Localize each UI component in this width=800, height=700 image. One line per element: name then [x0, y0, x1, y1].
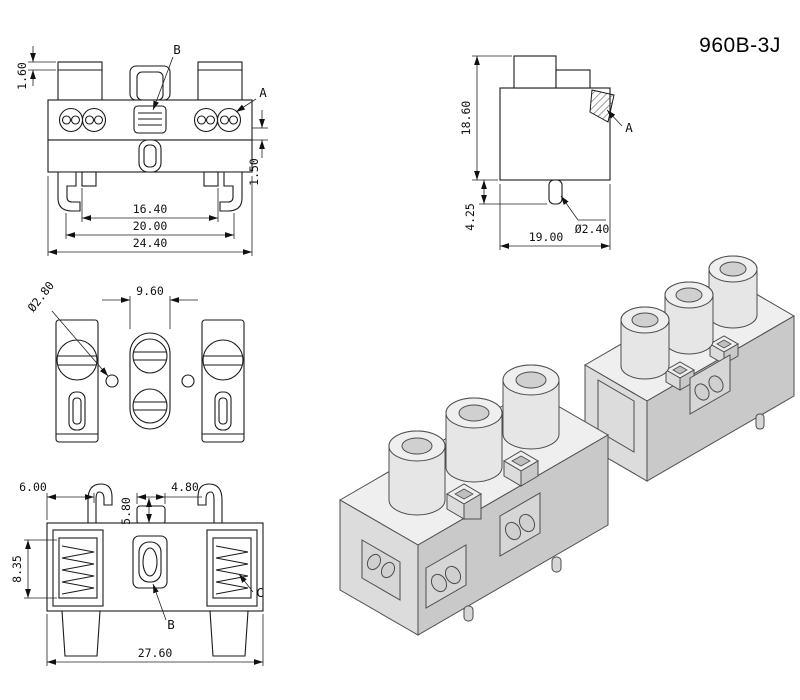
dim-front-overall: 24.40 [133, 236, 168, 250]
dim-section-mid-width: 4.80 [171, 480, 199, 494]
wire-tower [620, 306, 670, 380]
front-view-dimensions: 1.60 1.50 16.40 20.00 24.40 B A [15, 42, 268, 256]
wire-entry-boss [689, 354, 731, 415]
spring-left [61, 545, 95, 595]
socket-cube [446, 483, 482, 520]
dim-section-mid-height: 5.80 [119, 497, 133, 525]
wire-tower [708, 255, 758, 329]
dim-top-pitch: 9.60 [136, 284, 164, 298]
dim-section-overall: 27.60 [138, 646, 173, 660]
part-number: 960B-3J [699, 34, 781, 57]
callout-b-front: B [173, 42, 181, 57]
mounting-hook-left [57, 171, 81, 212]
solder-pin-iso [463, 605, 474, 622]
callout-b-section: B [167, 617, 175, 632]
callout-c-section: C [256, 585, 264, 600]
wire-entry-boss [499, 492, 541, 557]
dim-side-height: 18.60 [459, 101, 473, 136]
callout-a-front: A [259, 85, 267, 100]
wire-tower [664, 281, 714, 355]
wire-tower [388, 430, 446, 516]
dim-front-step: 1.50 [247, 158, 261, 186]
solder-pin-iso [755, 413, 765, 430]
mounting-hole-right [181, 374, 195, 388]
solder-pin-iso [551, 556, 562, 573]
dim-front-mid: 20.00 [133, 219, 168, 233]
wire-entry-boss [361, 539, 401, 601]
wire-entry-boss [425, 544, 467, 609]
dim-side-pin-diameter: Ø2.40 [575, 222, 610, 236]
front-screw-terminals [58, 107, 242, 133]
front-view [47, 61, 253, 212]
mounting-hole-left [105, 374, 119, 388]
top-view-dimensions: 9.60 Ø2.80 [25, 279, 198, 377]
section-view-dimensions: 6.00 4.80 5.80 8.35 27.60 B C [10, 480, 264, 666]
isometric-view-rear [584, 255, 795, 482]
dim-front-inner: 16.40 [133, 202, 168, 216]
socket-cube [503, 450, 539, 487]
dim-section-spring-height: 8.35 [10, 555, 24, 583]
socket-cube [664, 361, 696, 391]
mounting-hook-right [219, 171, 243, 212]
dim-section-left: 6.00 [19, 480, 47, 494]
foot-right [209, 610, 249, 657]
isometric-view-front [339, 364, 609, 636]
snap-hook-right [197, 483, 223, 524]
spring-right [215, 545, 249, 595]
callout-a-side: A [625, 120, 633, 135]
snap-hook-left [87, 483, 113, 524]
dim-front-lip: 1.60 [15, 62, 29, 90]
dim-side-pin-length: 4.25 [463, 203, 477, 231]
solder-pin [548, 179, 563, 205]
end-socket-opening [597, 379, 635, 453]
wire-tower [445, 397, 503, 483]
side-view [499, 55, 615, 205]
dim-top-hole-diameter: Ø2.80 [25, 279, 57, 315]
side-view-dimensions: 18.60 4.25 Ø2.40 19.00 A [459, 55, 633, 250]
foot-left [61, 610, 101, 657]
top-view [55, 319, 245, 443]
section-view [46, 483, 264, 657]
dim-side-width: 19.00 [529, 230, 564, 244]
wire-tower [502, 364, 560, 450]
